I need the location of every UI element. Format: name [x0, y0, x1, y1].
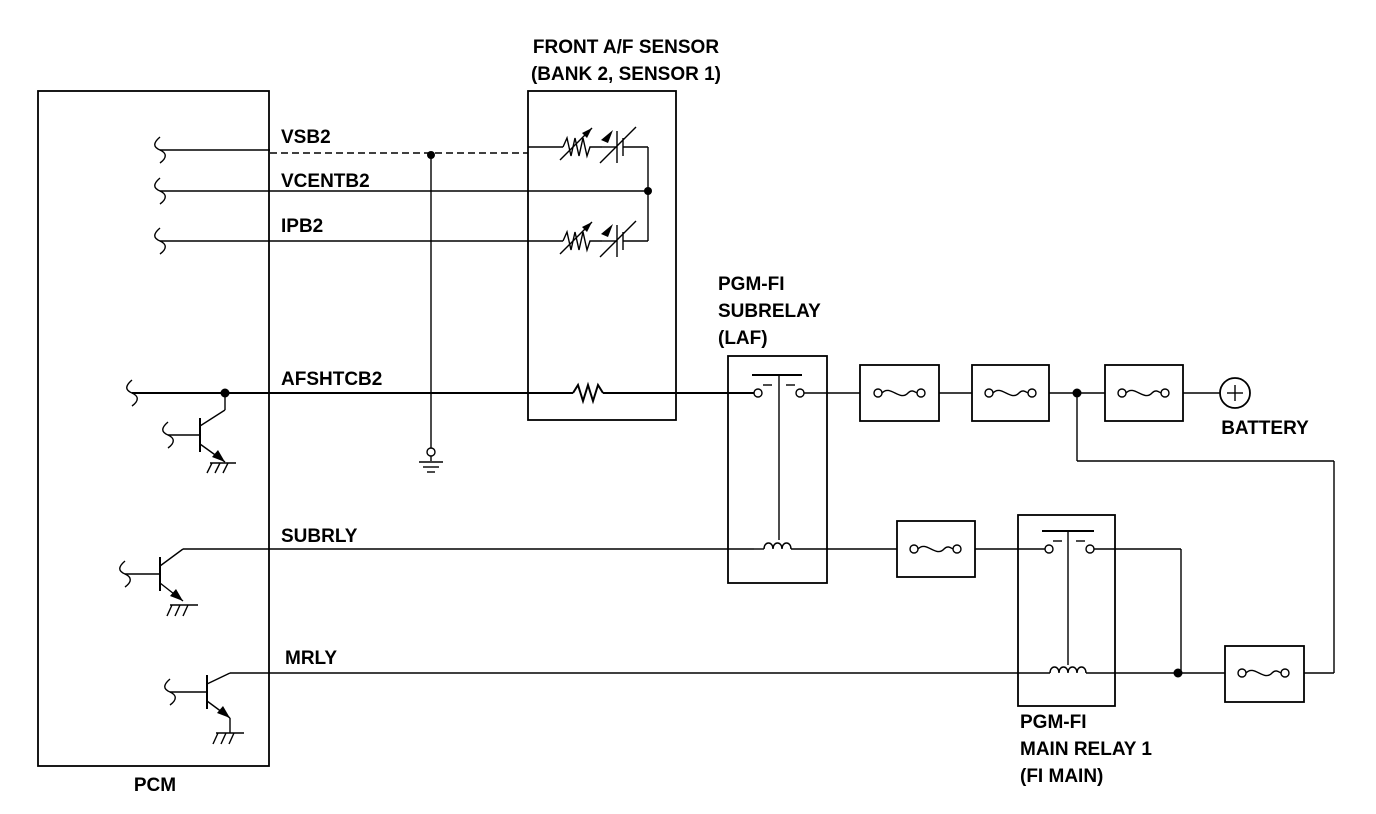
fuse-icon — [896, 520, 976, 578]
vcentb2-junction — [644, 187, 652, 195]
wire-label-vsb2: VSB2 — [281, 127, 331, 148]
fuse-icon — [1224, 645, 1305, 703]
main-relay-label-line1: PGM-FI — [1020, 712, 1087, 733]
pcm-label: PCM — [134, 775, 176, 796]
af-sensor-box — [527, 90, 677, 421]
pcm-box — [37, 90, 270, 767]
heater-resistor-icon — [572, 381, 604, 405]
main-relay-box — [1017, 514, 1116, 707]
main-relay-label-line2: MAIN RELAY 1 — [1020, 739, 1152, 760]
sensor-title-line1: FRONT A/F SENSOR — [533, 37, 719, 58]
subrelay-box — [727, 355, 828, 584]
fuse-icon — [859, 364, 940, 422]
sensor-wires — [132, 146, 648, 448]
wire-label-afshtcb2: AFSHTCB2 — [281, 369, 382, 390]
fuse-icon — [971, 364, 1050, 422]
main-relay-feed-wire — [1076, 393, 1335, 674]
main-relay-junction — [1173, 668, 1183, 678]
relay-coil-icon — [754, 542, 897, 550]
shield-junction — [427, 151, 435, 159]
wire-label-vcentb2: VCENTB2 — [281, 171, 370, 192]
transistor-icon — [164, 672, 1050, 745]
relay-coil-icon — [1049, 666, 1225, 674]
main-relay-switch — [1042, 530, 1095, 665]
sensor-cell-upper — [559, 126, 648, 164]
transistor-icon — [162, 393, 236, 474]
sensor-title-line2: (BANK 2, SENSOR 1) — [531, 64, 721, 85]
fuse-icon — [1104, 364, 1184, 422]
sensor-cell-lower — [559, 220, 648, 258]
wire-label-mrly: MRLY — [285, 648, 337, 669]
wire-label-subrly: SUBRLY — [281, 526, 358, 547]
battery-plus-icon — [1219, 377, 1251, 409]
subrelay-label-line2: SUBRELAY — [718, 301, 821, 322]
subrelay-label-line1: PGM-FI — [718, 274, 785, 295]
subrelay-label-line3: (LAF) — [718, 328, 768, 349]
wire-label-ipb2: IPB2 — [281, 216, 323, 237]
subrelay-switch — [752, 374, 805, 540]
main-relay-label-line3: (FI MAIN) — [1020, 766, 1103, 787]
ground-icon — [419, 447, 443, 473]
transistor-icon — [119, 548, 754, 617]
battery-label: BATTERY — [1221, 418, 1309, 439]
pcm-input-squiggles — [126, 136, 166, 407]
